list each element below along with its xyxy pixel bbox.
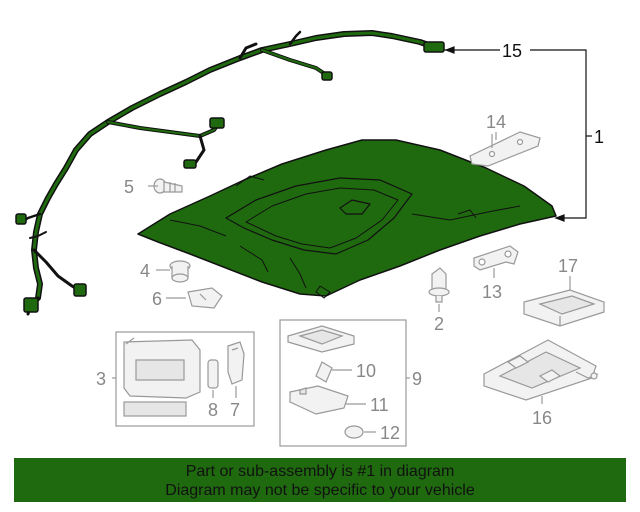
leader-lines: [444, 46, 592, 222]
callout-11: 11: [370, 395, 389, 415]
callout-7: 7: [230, 400, 240, 420]
reading-lamp-group-9: [279, 319, 407, 447]
callout-15: 15: [502, 41, 522, 61]
bracket-part-7: [227, 341, 245, 385]
callout-3: 3: [96, 369, 106, 389]
callout-1: 1: [594, 127, 604, 147]
retainer-part-2: [428, 267, 450, 303]
pad-part-6: [187, 287, 223, 309]
callout-8: 8: [208, 400, 218, 420]
callout-5: 5: [124, 177, 134, 197]
callout-2: 2: [434, 314, 444, 334]
lamp-part-17: [523, 289, 605, 327]
bracket-part-8: [207, 359, 219, 389]
banner-line-1: Part or sub-assembly is #1 in diagram: [185, 463, 455, 480]
callout-9: 9: [412, 369, 422, 389]
callout-12: 12: [380, 423, 400, 443]
callout-17: 17: [558, 256, 578, 276]
handle-part-13: [473, 245, 519, 271]
sunvisor-group-3: [115, 331, 255, 427]
headliner-part: [137, 139, 557, 299]
callout-14: 14: [486, 112, 506, 132]
callout-16: 16: [532, 408, 552, 428]
banner-line-2: Diagram may not be specific to your vehi…: [165, 482, 475, 499]
info-banner: Part or sub-assembly is #1 in diagram Di…: [14, 458, 626, 502]
bracket-part-14: [469, 131, 541, 167]
screw-part-5: [153, 178, 183, 194]
clip-part-4: [169, 260, 191, 283]
console-part-16: [483, 339, 599, 401]
callout-leaders: [112, 132, 571, 433]
callout-4: 4: [140, 261, 150, 281]
callout-13: 13: [482, 282, 502, 302]
callout-6: 6: [152, 289, 162, 309]
callout-10: 10: [356, 361, 376, 381]
wiring-harness-part: [15, 30, 445, 316]
